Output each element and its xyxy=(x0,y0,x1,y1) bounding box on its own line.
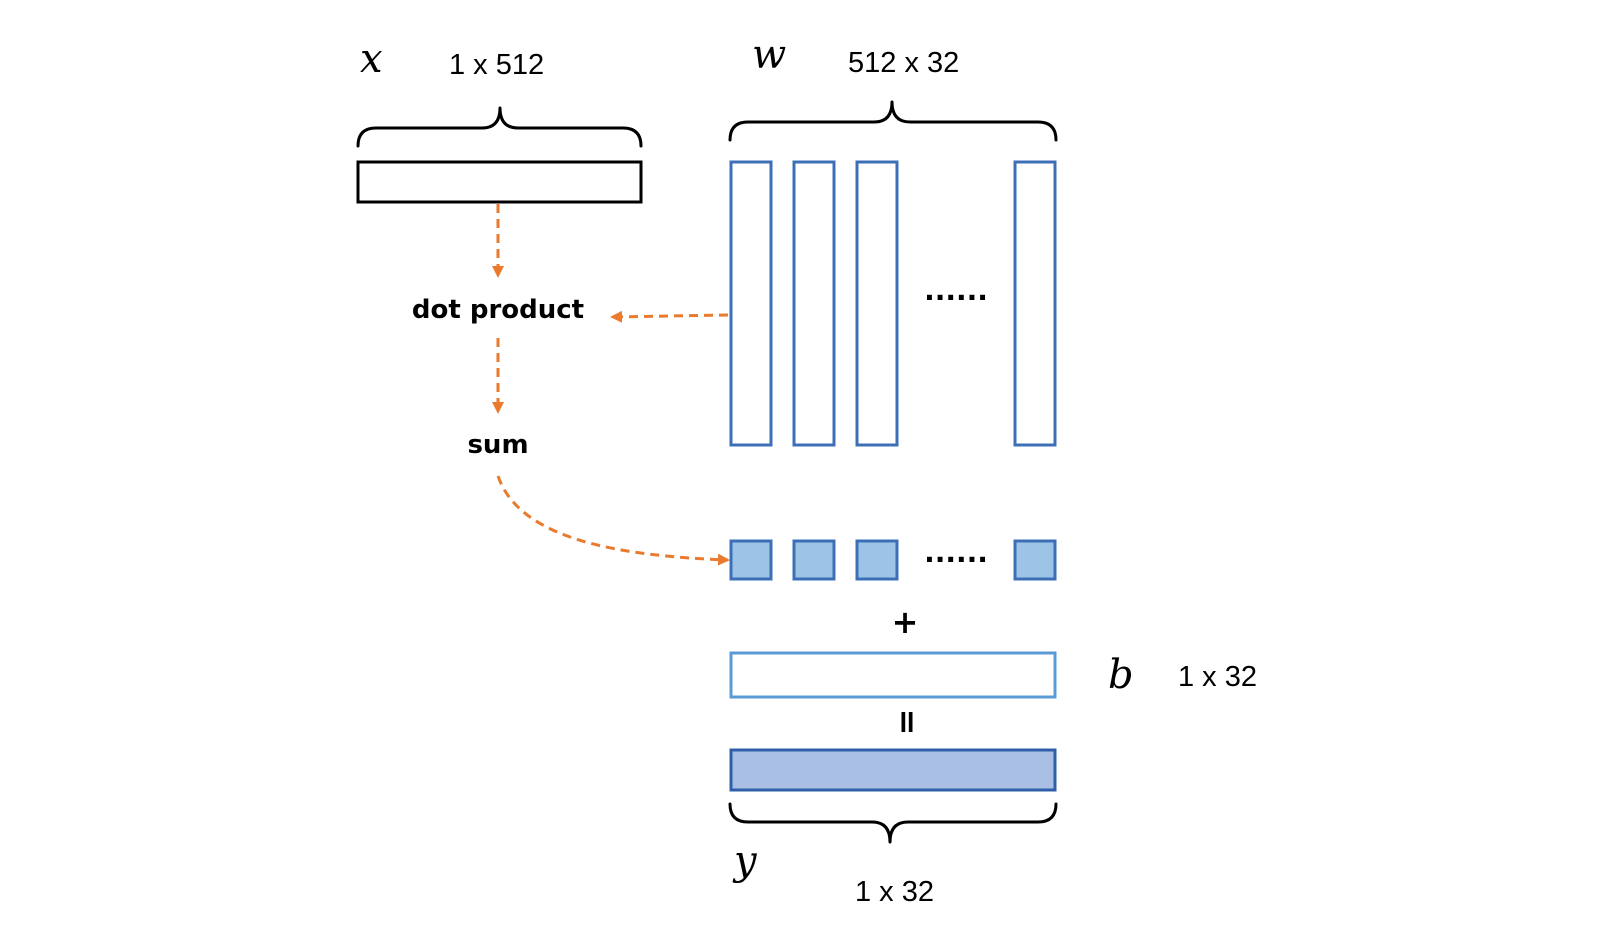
output-brace xyxy=(728,802,1058,844)
result-cell xyxy=(855,539,899,581)
input-symbol: x xyxy=(360,36,383,82)
weight-column xyxy=(729,160,773,447)
sum-to-result-arrow xyxy=(496,475,730,566)
weights-ellipsis: ...... xyxy=(924,274,988,307)
weights-symbol: w xyxy=(752,32,786,78)
dot-product-label: dot product xyxy=(412,295,584,325)
weight-column xyxy=(792,160,836,447)
input-shape-label: 1 x 512 xyxy=(449,49,544,81)
weights-brace xyxy=(728,100,1058,142)
output-vector xyxy=(729,748,1057,792)
plus-sign: + xyxy=(892,603,919,641)
equals-sign: = xyxy=(889,709,927,736)
result-ellipsis: ...... xyxy=(924,536,988,569)
output-shape-label: 1 x 32 xyxy=(855,876,934,908)
weight-column xyxy=(855,160,899,447)
weight-column xyxy=(1013,160,1057,447)
weights-to-dot-product-arrow xyxy=(610,310,729,323)
bias-vector xyxy=(729,651,1057,699)
result-cell xyxy=(792,539,836,581)
input-vector xyxy=(356,160,643,204)
sum-label: sum xyxy=(467,430,528,460)
bias-shape-label: 1 x 32 xyxy=(1178,661,1257,693)
result-cell xyxy=(729,539,773,581)
weights-shape-label: 512 x 32 xyxy=(848,47,959,79)
result-cell xyxy=(1013,539,1057,581)
input-brace xyxy=(356,106,643,148)
output-symbol: y xyxy=(732,838,758,884)
bias-symbol: b xyxy=(1108,652,1134,698)
